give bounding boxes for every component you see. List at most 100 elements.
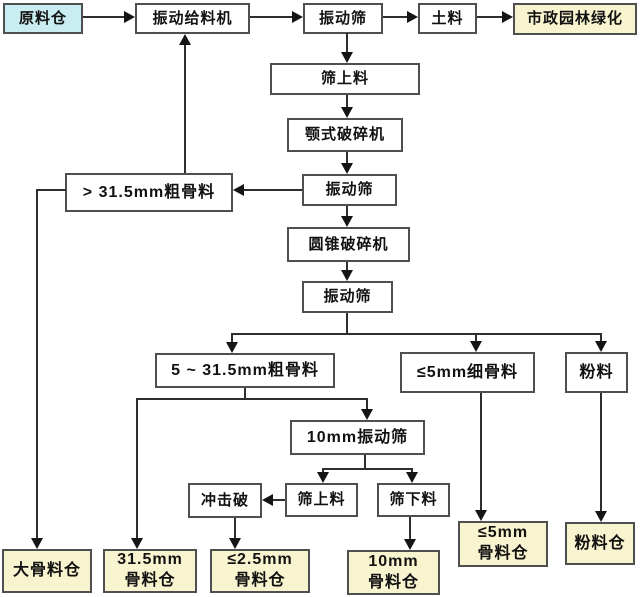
arrow-down-icon [595,511,607,522]
connector-line [244,189,302,191]
node-fine-aggregate-under-5mm: ≤5mm细骨料 [400,352,535,393]
connector-line [346,152,348,163]
node-label: ≤5mm细骨料 [416,363,519,381]
node-powder: 粉料 [565,352,628,393]
node-label: > 31.5mm粗骨料 [82,183,216,201]
arrow-right-icon [407,11,418,23]
connector-line [322,468,324,472]
arrow-down-icon [475,510,487,521]
node-label: 粉料 [579,363,614,381]
connector-line [366,398,368,409]
node-label-line2: 骨料仓 [124,572,176,589]
node-label: 振动筛 [323,288,372,305]
arrow-down-icon [131,538,143,549]
connector-line [411,468,413,472]
node-label: 5 ~ 31.5mm粗骨料 [171,361,319,379]
node-coarse-aggregate-over-31-5mm: > 31.5mm粗骨料 [65,173,233,212]
arrow-right-icon [124,11,135,23]
arrow-down-icon [229,538,241,549]
connector-line [244,388,246,399]
connector-line [600,393,602,511]
node-vibrating-screen-3: 振动筛 [302,281,393,313]
node-10mm-aggregate-silo: 10mm 骨料仓 [347,550,440,595]
connector-line [83,16,124,18]
node-jaw-crusher: 颚式破碎机 [287,118,403,152]
node-powder-silo: 粉料仓 [565,522,635,565]
connector-line [231,333,602,335]
node-coarse-aggregate-5-to-31-5mm: 5 ~ 31.5mm粗骨料 [155,353,335,388]
arrow-down-icon [595,341,607,352]
connector-line [322,468,413,470]
node-label: 10mm振动筛 [306,428,409,446]
connector-line [600,333,602,341]
connector-line [346,33,348,52]
connector-line [475,333,477,341]
arrow-left-icon [262,494,273,506]
node-label-line1: ≤5mm [477,524,529,542]
node-raw-material-silo: 原料仓 [3,3,83,34]
node-vibrating-screen-1: 振动筛 [303,3,383,34]
connector-line [250,16,292,18]
node-label: 振动筛 [325,181,374,198]
arrow-down-icon [404,539,416,550]
connector-line [346,206,348,216]
node-cone-crusher: 圆锥破碎机 [287,227,410,262]
arrow-right-icon [502,11,513,23]
connector-line [346,313,348,334]
node-undersize-material: 筛下料 [377,483,450,517]
arrow-down-icon [31,538,43,549]
node-label: 颚式破碎机 [304,126,385,143]
node-impact-crusher: 冲击破 [188,483,262,518]
connector-line [234,518,236,538]
node-vibrating-screen-2: 振动筛 [302,174,397,206]
node-label: 原料仓 [18,9,67,27]
connector-line [136,398,138,538]
arrow-down-icon [226,342,238,353]
connector-line [364,455,366,469]
node-under-5mm-aggregate-silo: ≤5mm 骨料仓 [458,521,548,567]
arrow-down-icon [317,472,329,483]
node-oversize-material-1: 筛上料 [270,63,420,95]
connector-line [36,189,38,538]
node-label-line2: 骨料仓 [234,572,286,589]
node-label-line1: 10mm [368,552,419,570]
node-label-line1: ≤2.5mm [227,551,293,569]
node-label: 筛下料 [389,491,438,508]
arrow-left-icon [233,184,244,196]
connector-line [136,398,368,400]
arrow-down-icon [341,270,353,281]
connector-line [409,517,411,539]
node-10mm-vibrating-screen: 10mm振动筛 [290,420,425,455]
connector-line [37,189,66,191]
connector-line [383,16,407,18]
node-label: 土料 [431,9,464,27]
node-label-line2: 骨料仓 [477,545,529,562]
node-oversize-material-2: 筛上料 [285,483,358,517]
arrow-down-icon [470,341,482,352]
arrow-right-icon [292,11,303,23]
arrow-down-icon [341,107,353,118]
node-label: 粉料仓 [574,534,626,552]
node-label: 大骨料仓 [12,562,81,580]
node-label: 筛上料 [320,70,369,87]
node-label: 筛上料 [297,491,346,508]
connector-line [477,16,502,18]
arrow-down-icon [341,52,353,63]
connector-line [346,262,348,270]
node-label: 市政园林绿化 [526,10,623,27]
node-large-aggregate-silo: 大骨料仓 [2,549,92,593]
node-soil-material: 土料 [418,3,477,34]
node-label: 振动筛 [318,9,367,27]
arrow-down-icon [341,216,353,227]
connector-line [231,333,233,342]
node-label: 振动给料机 [152,9,233,27]
arrow-down-icon [361,409,373,420]
node-label-line2: 骨料仓 [367,573,419,591]
connector-line [273,499,285,501]
node-under-2-5mm-aggregate-silo: ≤2.5mm 骨料仓 [210,549,310,593]
connector-line [480,393,482,510]
arrow-up-icon [179,34,191,45]
connector-line [346,95,348,107]
arrow-down-icon [341,163,353,174]
